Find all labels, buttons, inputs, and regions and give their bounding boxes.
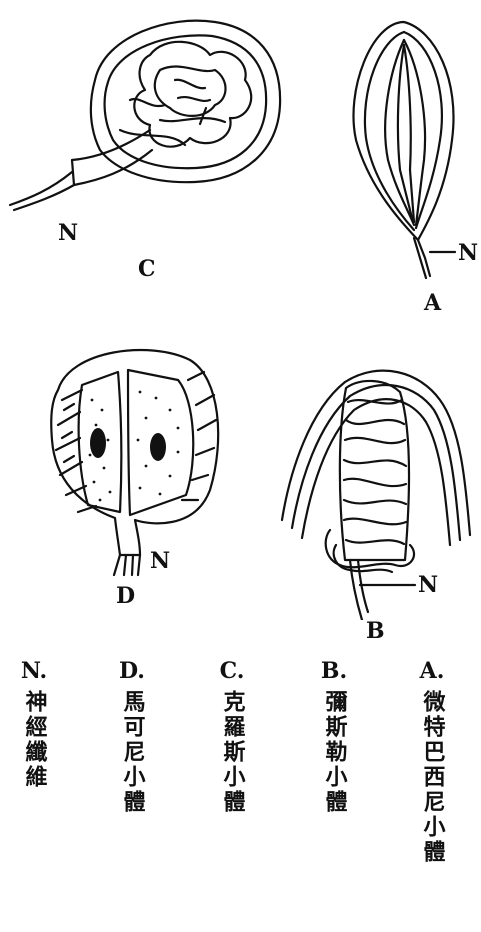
meissner-corpuscle-drawing — [282, 371, 470, 620]
vater-pacini-corpuscle-drawing — [354, 22, 455, 278]
legend-c: C. 克羅斯小體 — [212, 658, 252, 815]
label-n-a: N — [458, 242, 478, 264]
label-n-b: N — [418, 574, 438, 596]
legend-b: B. 彌斯勒小體 — [314, 658, 354, 815]
krause-end-bulb-drawing — [10, 21, 280, 210]
label-n-c: N — [58, 222, 78, 244]
legend-a-key: A. — [412, 658, 452, 684]
label-d: D — [116, 585, 135, 607]
legend-b-text: 彌斯勒小體 — [319, 690, 350, 815]
legend-n: N. 神經纖維 — [14, 658, 54, 790]
label-c: C — [138, 258, 156, 280]
legend-b-key: B. — [314, 658, 354, 684]
label-n-d: N — [150, 550, 170, 572]
legend-c-key: C. — [212, 658, 252, 684]
legend-d: D. 馬可尼小體 — [112, 658, 152, 815]
legend-d-text: 馬可尼小體 — [117, 690, 148, 815]
golgi-mazzoni-corpuscle-drawing — [51, 350, 218, 575]
legend-a-text: 微特巴西尼小體 — [417, 690, 448, 865]
label-b: B — [366, 620, 385, 642]
legend-a: A. 微特巴西尼小體 — [412, 658, 452, 865]
receptor-illustrations — [0, 0, 481, 620]
legend-n-text: 神經纖維 — [19, 690, 50, 790]
legend-c-text: 克羅斯小體 — [217, 690, 248, 815]
legend-d-key: D. — [112, 658, 152, 684]
golgi-mazzoni-stipple — [89, 391, 180, 502]
label-a: A — [424, 292, 441, 314]
legend-n-key: N. — [14, 658, 54, 684]
